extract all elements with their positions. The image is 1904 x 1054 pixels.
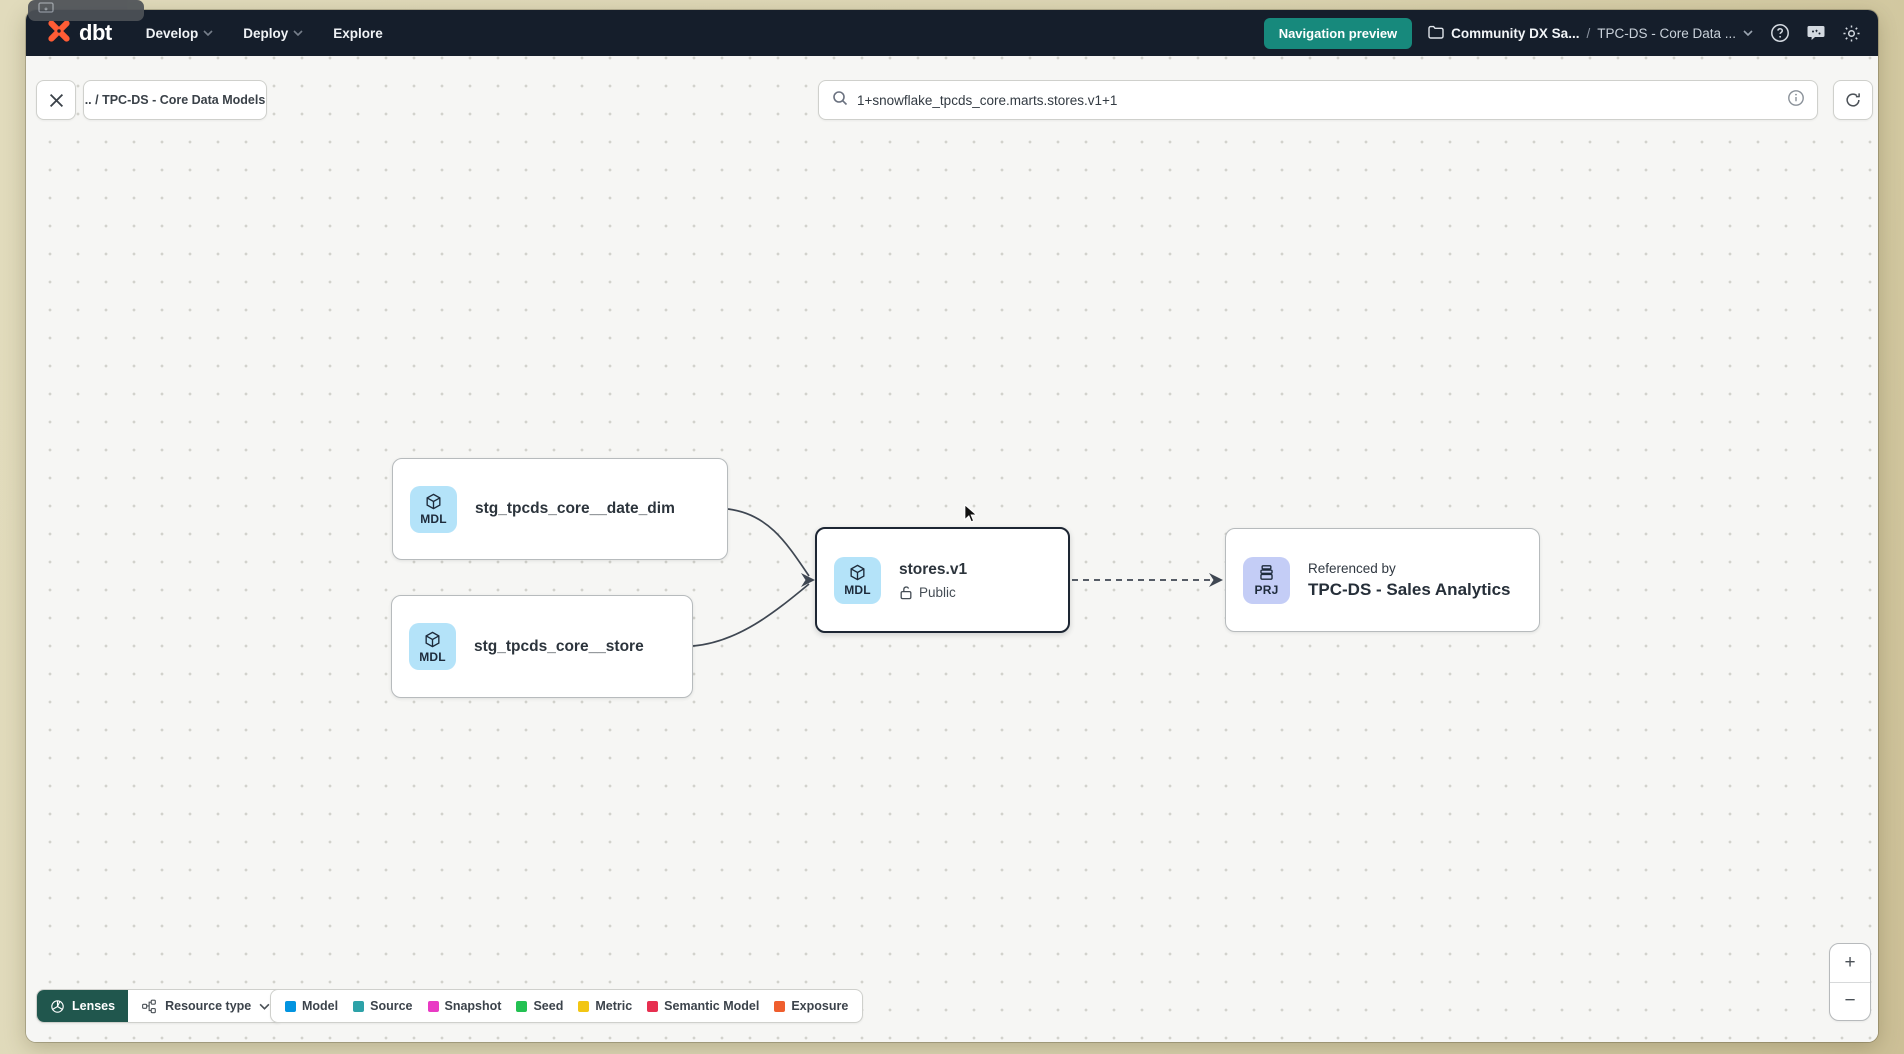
snapshot-swatch (427, 1000, 439, 1012)
node-label: stg_tpcds_core__store (474, 637, 644, 655)
settings-gear-icon[interactable] (1841, 23, 1862, 44)
navbar-right: Navigation preview Community DX Sa... / … (1263, 17, 1862, 49)
search-input[interactable] (857, 92, 1778, 108)
model-badge: MDL (409, 623, 456, 670)
resource-type-button[interactable]: Resource type (128, 990, 284, 1022)
top-navbar: dbt Develop Deploy Explore Navigation pr… (26, 10, 1878, 56)
app-window: dbt Develop Deploy Explore Navigation pr… (26, 10, 1878, 1042)
lens-controls: Lenses Resource type (36, 989, 285, 1023)
help-icon[interactable] (1769, 23, 1790, 44)
graph-icon (142, 999, 156, 1013)
lenses-button[interactable]: Lenses (37, 990, 129, 1022)
breadcrumb[interactable]: Community DX Sa... / TPC-DS - Core Data … (1428, 25, 1753, 42)
project-badge: PRJ (1243, 556, 1290, 604)
node-label: stores.v1 (899, 560, 968, 578)
model-badge: MDL (834, 556, 881, 604)
navbar-icon-group (1769, 23, 1862, 44)
dbt-logo-text: dbt (79, 20, 112, 45)
zoom-controls: + − (1829, 943, 1871, 1021)
node-stores-v1[interactable]: MDL stores.v1 Public (815, 527, 1070, 633)
screen-share-pill (28, 0, 144, 21)
cube-icon (426, 493, 441, 510)
resource-type-legend: Model Source Snapshot Seed Metric Semant… (270, 989, 864, 1023)
lineage-canvas[interactable]: .. / TPC-DS - Core Data Models (26, 56, 1878, 1042)
node-caption: Referenced by (1308, 560, 1396, 576)
access-label: Public (919, 584, 956, 600)
chevron-down-icon (293, 30, 303, 36)
seed-swatch (516, 1000, 528, 1012)
lineage-path-chip[interactable]: .. / TPC-DS - Core Data Models (83, 80, 267, 120)
close-button[interactable] (36, 80, 76, 120)
cube-icon (425, 631, 440, 647)
legend-item-metric: Metric (578, 999, 632, 1013)
refresh-icon (1846, 93, 1860, 107)
semantic-model-swatch (647, 1000, 659, 1012)
zoom-in-button[interactable]: + (1830, 944, 1870, 983)
cube-icon (850, 564, 865, 581)
search-icon (832, 90, 848, 111)
legend-item-semantic-model: Semantic Model (647, 999, 759, 1013)
breadcrumb-separator: / (1586, 25, 1591, 41)
lens-icon (51, 999, 64, 1013)
node-stg-tpcds-core-date-dim[interactable]: MDL stg_tpcds_core__date_dim (392, 458, 728, 560)
legend-item-snapshot: Snapshot (427, 999, 501, 1013)
folder-icon (1428, 25, 1444, 42)
menu-explore[interactable]: Explore (333, 25, 383, 41)
model-badge: MDL (410, 485, 457, 533)
feedback-icon[interactable] (1805, 23, 1826, 44)
node-tpcds-sales-analytics[interactable]: PRJ Referenced by TPC-DS - Sales Analyti… (1225, 528, 1540, 632)
refresh-button[interactable] (1833, 80, 1873, 120)
metric-swatch (578, 1000, 590, 1012)
chevron-down-icon (203, 30, 213, 36)
mouse-cursor (963, 503, 980, 529)
legend-item-source: Source (353, 999, 413, 1013)
lock-open-icon (900, 585, 912, 599)
navigation-preview-badge[interactable]: Navigation preview (1263, 17, 1413, 49)
zoom-out-button[interactable]: − (1844, 990, 1856, 1012)
monitor-icon (38, 1, 54, 20)
legend-item-model: Model (285, 999, 338, 1013)
node-stg-tpcds-core-store[interactable]: MDL stg_tpcds_core__store (391, 595, 693, 698)
legend-item-exposure: Exposure (774, 999, 848, 1013)
exposure-swatch (774, 1000, 786, 1012)
stack-icon (1260, 565, 1273, 580)
node-label: stg_tpcds_core__date_dim (475, 500, 675, 517)
lineage-search-bar[interactable] (818, 80, 1818, 120)
model-swatch (285, 1000, 296, 1012)
chevron-down-icon (1743, 30, 1753, 36)
breadcrumb-account: Community DX Sa... (1451, 25, 1580, 41)
legend-item-seed: Seed (516, 999, 563, 1013)
menu-deploy[interactable]: Deploy (243, 26, 303, 41)
main-menu: Develop Deploy Explore (146, 26, 383, 41)
close-icon (49, 93, 63, 107)
node-label: TPC-DS - Sales Analytics (1308, 579, 1511, 599)
menu-develop[interactable]: Develop (146, 26, 214, 41)
dbt-logo-icon (46, 18, 72, 49)
dbt-logo[interactable]: dbt (46, 18, 112, 49)
chevron-down-icon (259, 1003, 270, 1010)
access-row: Public (899, 585, 967, 600)
source-swatch (353, 1000, 365, 1012)
breadcrumb-project: TPC-DS - Core Data ... (1597, 25, 1736, 41)
info-icon[interactable] (1787, 89, 1805, 112)
